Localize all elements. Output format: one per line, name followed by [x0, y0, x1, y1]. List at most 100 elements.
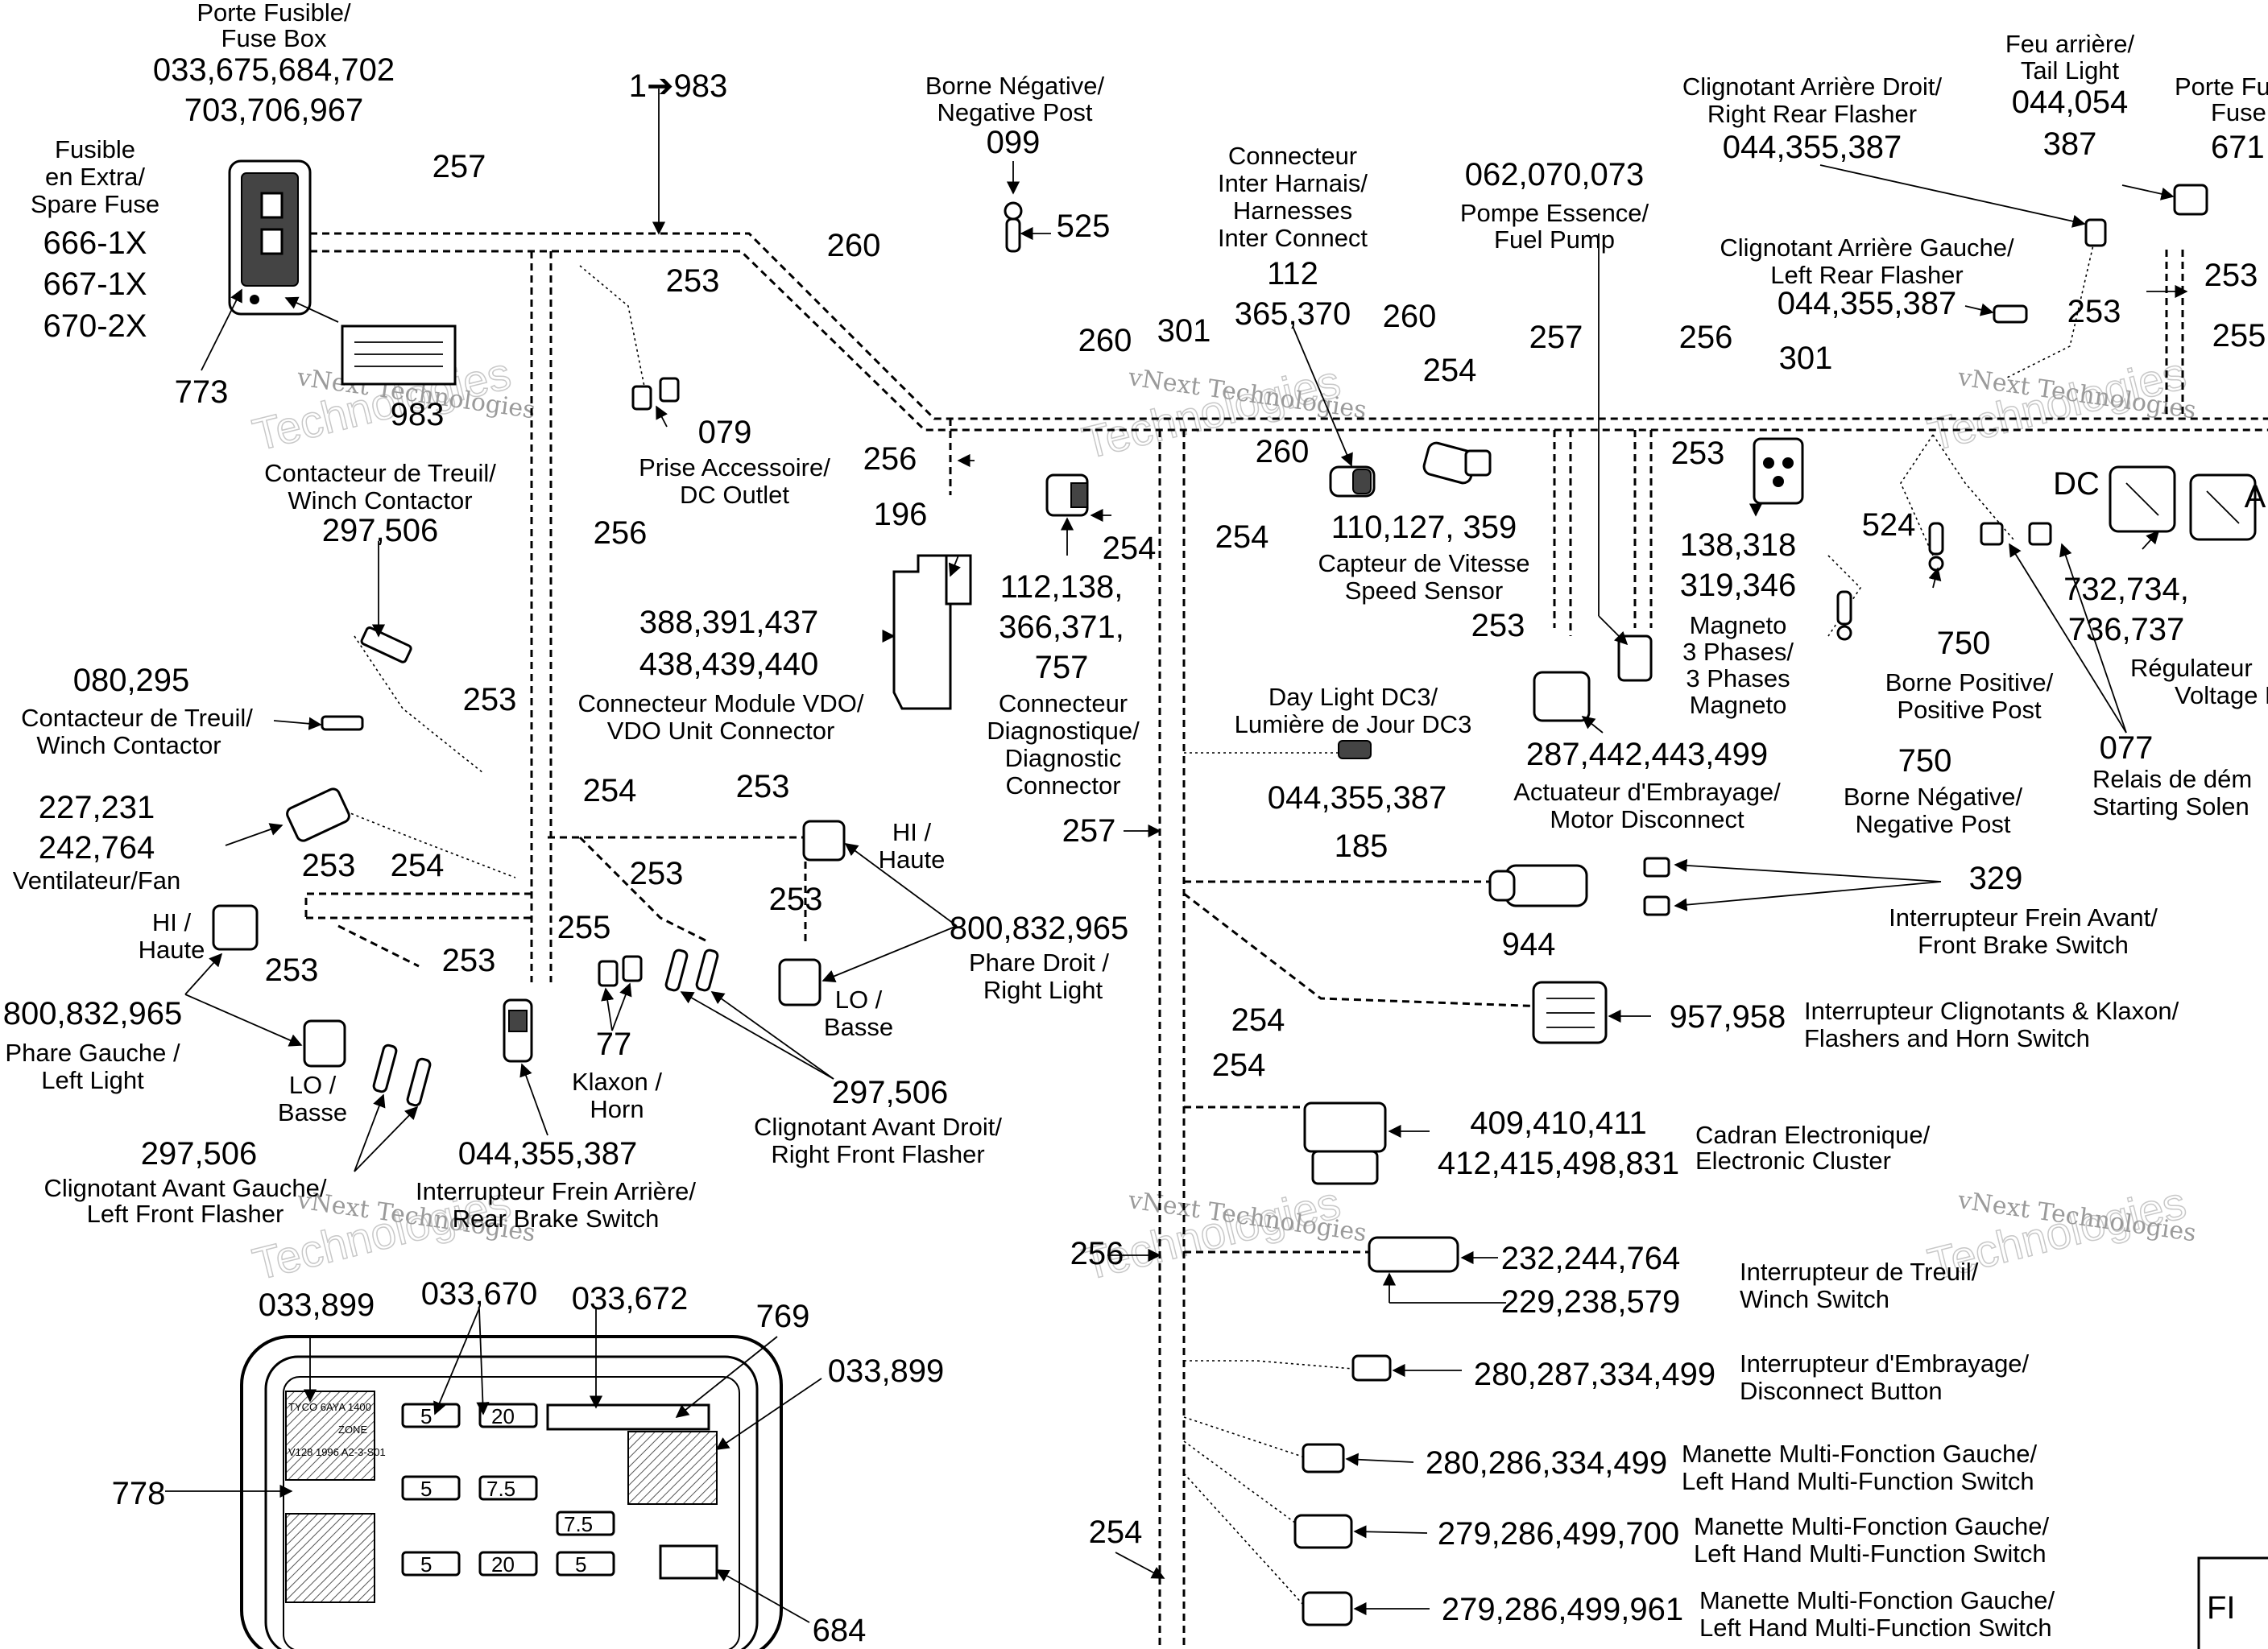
svg-text:Actuateur d'Embrayage/: Actuateur d'Embrayage/	[1513, 778, 1781, 806]
ref-253l: 253	[442, 943, 496, 978]
corner-label: FI	[2207, 1590, 2236, 1626]
fan-connector	[286, 787, 350, 842]
ref-329: 329	[1969, 861, 2023, 896]
speed-sensor	[1422, 441, 1492, 485]
ref-260a: 260	[827, 228, 881, 263]
callout-diagnostic: 112,138, 366,371, 757 Connecteur Diagnos…	[987, 569, 1140, 800]
svg-text:Motor Disconnect: Motor Disconnect	[1550, 805, 1744, 833]
svg-text:Starting Solen: Starting Solen	[2092, 792, 2249, 820]
svg-text:Negative Post: Negative Post	[1856, 810, 2011, 838]
tail-light-connector	[2173, 184, 2208, 216]
svg-text:Diagnostique/: Diagnostique/	[987, 717, 1140, 745]
svg-text:366,371,: 366,371,	[999, 610, 1124, 645]
svg-text:736,737: 736,737	[2068, 612, 2185, 647]
svg-text:297,506: 297,506	[832, 1075, 949, 1110]
svg-text:Flashers and Horn Switch: Flashers and Horn Switch	[1804, 1024, 2090, 1052]
svg-text:Left Hand Multi-Function Switc: Left Hand Multi-Function Switch	[1694, 1539, 2047, 1568]
svg-text:666-1X: 666-1X	[43, 225, 147, 261]
callout-winch2: 080,295 Contacteur de Treuil/ Winch Cont…	[21, 663, 253, 759]
ref-253k: 253	[265, 953, 319, 988]
svg-text:Manette Multi-Fonction Gauche/: Manette Multi-Fonction Gauche/	[1694, 1512, 2049, 1540]
callout-fuse-box: Porte Fusible/ Fuse Box 033,675,684,702 …	[153, 0, 395, 128]
svg-text:409,410,411: 409,410,411	[1470, 1106, 1646, 1141]
callout-rear-brake: 044,355,387 Interrupteur Frein Arrière/ …	[416, 1136, 696, 1233]
svg-text:Interrupteur de Treuil/: Interrupteur de Treuil/	[1740, 1258, 1979, 1286]
ref-260b: 260	[1078, 323, 1132, 358]
svg-text:Interrupteur d'Embrayage/: Interrupteur d'Embrayage/	[1740, 1349, 2030, 1378]
svg-text:Haute: Haute	[139, 936, 205, 964]
svg-text:080,295: 080,295	[73, 663, 190, 698]
daylight-connector	[1338, 740, 1372, 759]
ref-773: 773	[175, 374, 229, 410]
callout-left-light: 800,832,965 Phare Gauche / Left Light	[3, 996, 182, 1094]
main-harness-top	[310, 232, 2268, 420]
front-brake-connector	[1488, 857, 1670, 916]
callout-tail-light: Feu arrière/ Tail Light 044,054 387	[2005, 30, 2135, 162]
svg-text:800,832,965: 800,832,965	[3, 996, 182, 1031]
svg-text:099: 099	[987, 125, 1041, 160]
ref-750a: 750	[1937, 626, 1991, 661]
ref-254e: 254	[391, 848, 445, 883]
relay-2	[285, 1513, 375, 1603]
small-relay	[659, 1544, 718, 1580]
wire-fan	[329, 804, 516, 878]
svg-text:Disconnect Button: Disconnect Button	[1740, 1377, 1943, 1405]
negative-post-2	[1836, 590, 1852, 641]
svg-text:287,442,443,499: 287,442,443,499	[1526, 737, 1768, 772]
svg-text:Manette Multi-Fonction Gauche/: Manette Multi-Fonction Gauche/	[1682, 1440, 2037, 1468]
harness-lines	[304, 232, 2268, 1649]
callout-regulator: 732,734, 736,737 Régulateur Voltage R	[2063, 572, 2268, 709]
wire-disconnect	[1184, 1360, 1354, 1370]
svg-text:LO /: LO /	[289, 1071, 337, 1099]
ref-255a: 255	[2212, 318, 2266, 353]
ref-253c: 253	[2067, 294, 2121, 329]
vdo-connector	[892, 554, 972, 710]
svg-text:Winch Contactor: Winch Contactor	[288, 486, 472, 515]
ref-253j: 253	[769, 882, 823, 917]
svg-text:Basse: Basse	[824, 1013, 893, 1041]
svg-text:Fuse: Fuse	[2211, 98, 2266, 126]
ref-253e: 253	[1471, 608, 1525, 643]
svg-text:Relais de dém: Relais de dém	[2092, 765, 2252, 793]
callout-flashers-horn: 957,958 Interrupteur Clignotants & Klaxo…	[1670, 997, 2179, 1052]
svg-text:Winch Contactor: Winch Contactor	[36, 731, 221, 759]
ref-253a: 253	[666, 263, 720, 299]
ref-253i: 253	[630, 856, 684, 891]
svg-text:en Extra/: en Extra/	[45, 163, 145, 191]
ref-260d: 260	[1256, 434, 1310, 469]
fuse-box-title-en: Fuse Box	[221, 24, 327, 52]
svg-text:Magneto: Magneto	[1690, 611, 1787, 639]
svg-text:Porte Fu: Porte Fu	[2175, 72, 2268, 101]
ref-254h: 254	[1089, 1515, 1143, 1550]
svg-text:388,391,437: 388,391,437	[639, 605, 818, 640]
ref-253g: 253	[736, 769, 790, 804]
svg-text:Contacteur de Treuil/: Contacteur de Treuil/	[264, 459, 496, 487]
ref-254a: 254	[1423, 353, 1477, 388]
ref-944: 944	[1502, 927, 1556, 962]
svg-text:Lumière de Jour DC3: Lumière de Jour DC3	[1235, 710, 1472, 738]
callout-right-light: 800,832,965 Phare Droit / Right Light	[950, 911, 1128, 1004]
callout-lf-flasher: 297,506 Clignotant Avant Gauche/ Left Fr…	[43, 1136, 326, 1228]
wire-mf2	[1183, 1440, 1306, 1531]
fuse-box-refs-2: 703,706,967	[184, 93, 363, 128]
svg-text:Phare Droit /: Phare Droit /	[969, 948, 1109, 977]
dotted-wires	[329, 241, 2095, 1607]
callout-cluster: 409,410,411 412,415,498,831 Cadran Elect…	[1438, 1106, 1931, 1181]
svg-text:Borne Négative/: Borne Négative/	[925, 72, 1105, 100]
svg-text:044,355,387: 044,355,387	[1268, 780, 1446, 816]
svg-text:800,832,965: 800,832,965	[950, 911, 1128, 946]
callout-mf3: 279,286,499,961 Manette Multi-Fonction G…	[1442, 1586, 2055, 1642]
svg-text:387: 387	[2043, 126, 2097, 162]
harness-branch-left	[304, 892, 532, 918]
label-a: A	[2245, 479, 2266, 515]
ref-079: 079	[698, 415, 752, 450]
callout-daylight: Day Light DC3/ Lumière de Jour DC3 044,3…	[1235, 683, 1472, 816]
callout-negative-post-2: Borne Négative/ Negative Post	[1844, 783, 2023, 838]
fuse-detail-ref-033672: 033,672	[572, 1281, 689, 1316]
ref-257a: 257	[432, 149, 486, 184]
ref-525: 525	[1057, 209, 1111, 244]
corner-tab: FI	[2197, 1556, 2268, 1649]
svg-text:732,734,: 732,734,	[2063, 572, 2189, 607]
fuse-detail-ref-033899b: 033,899	[828, 1354, 945, 1389]
